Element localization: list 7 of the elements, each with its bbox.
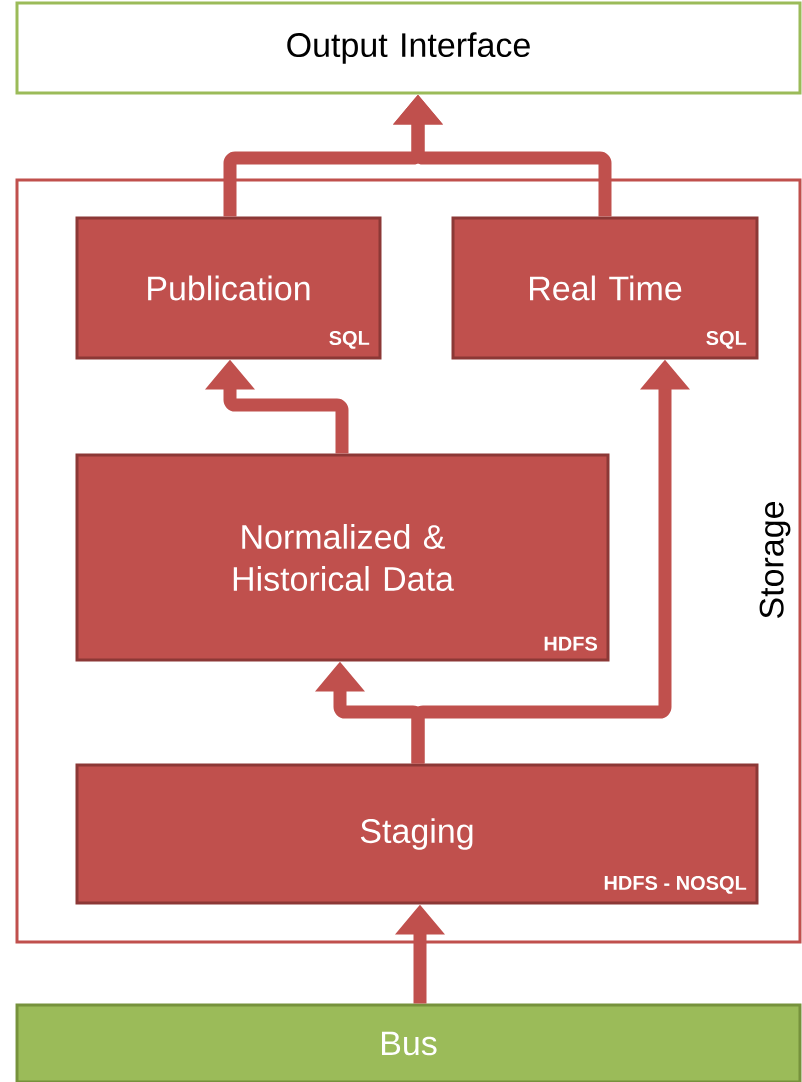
technology-label: SQL xyxy=(329,330,370,349)
container-label: Storage xyxy=(759,502,791,618)
bus-bar: Bus xyxy=(15,1003,802,1082)
technology-label: HDFS - NOSQL xyxy=(604,875,747,894)
technology-label: SQL xyxy=(706,330,747,349)
technology-label: HDFS xyxy=(544,636,597,651)
output-interface-box: Output Interface xyxy=(15,1,802,95)
